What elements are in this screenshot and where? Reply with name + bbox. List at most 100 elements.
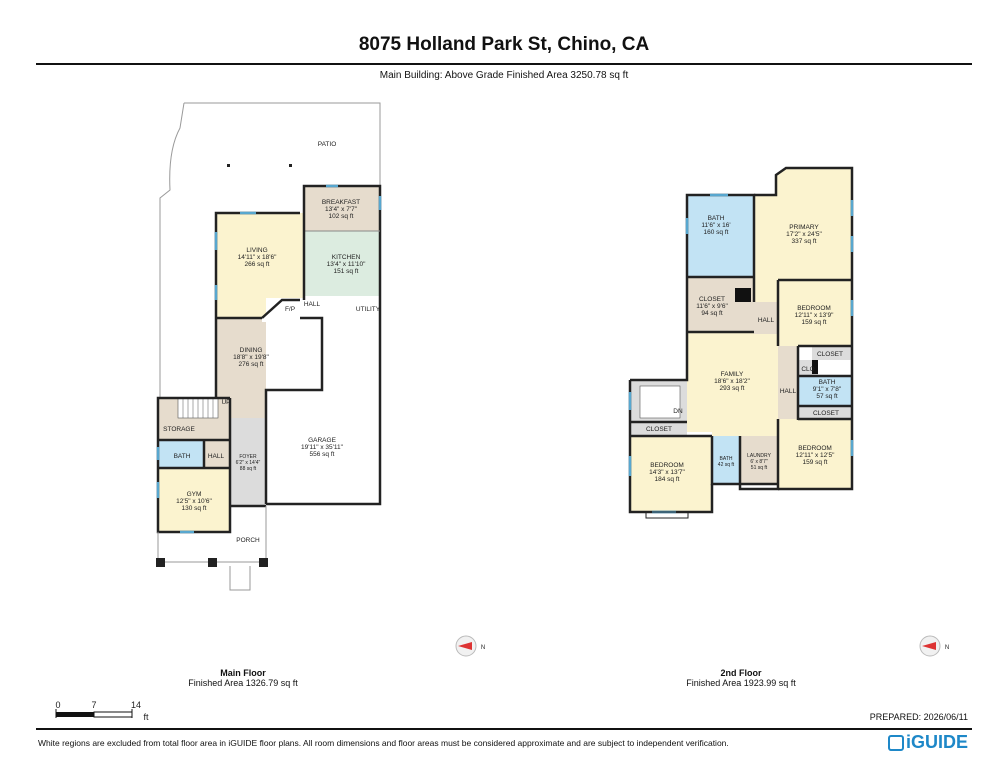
room-label: GYM (187, 491, 202, 498)
footer-divider (36, 728, 972, 730)
bedroom3-room (778, 419, 852, 489)
hall-a (754, 302, 778, 334)
room-label: BEDROOM (650, 462, 684, 469)
main-floor-caption: Main Floor Finished Area 1326.79 sq ft (188, 668, 298, 688)
room-label: 11'6" x 9'6" (696, 303, 728, 310)
room-label: CLOSET (646, 426, 672, 433)
room-label: 88 sq ft (240, 466, 257, 472)
kitchen-room (304, 231, 380, 296)
room-label: KITCHEN (332, 254, 361, 261)
family-room (687, 332, 778, 436)
room-label: BREAKFAST (322, 199, 360, 206)
room-label: UTILITY (356, 306, 381, 313)
room-label: 266 sq ft (245, 261, 270, 268)
room-label: N (945, 645, 949, 651)
patio-outline (159, 102, 381, 398)
room-label: 19'11" x 35'11" (301, 444, 344, 451)
room-label: 14'11" x 18'6" (238, 254, 277, 261)
room-label: HALL (208, 453, 225, 460)
room-label: 13'4" x 11'10" (327, 261, 366, 268)
room-label: 151 sq ft (334, 268, 359, 275)
room-label: 337 sq ft (792, 238, 817, 245)
prepared-date: PREPARED: 2026/06/11 (869, 712, 968, 722)
room-label: PORCH (236, 537, 260, 544)
room-label: 160 sq ft (704, 229, 729, 236)
compass-icon: N (455, 635, 485, 657)
room-label: 6'2" x 14'4" (236, 460, 261, 466)
room-label: 0 (55, 700, 60, 710)
scale-bar: 0 7 14 ft (55, 700, 149, 722)
gym-room (158, 468, 230, 532)
room-label: HALL (304, 301, 321, 308)
room-label: GARAGE (308, 437, 336, 444)
room-label: 184 sq ft (655, 476, 680, 483)
room-label: 13'4" x 7'7" (325, 206, 358, 213)
room-label: CLOSET (817, 351, 843, 358)
room-label: 14 (131, 700, 141, 710)
area-summary: Main Building: Above Grade Finished Area… (379, 70, 629, 81)
room-label: LIVING (246, 247, 267, 254)
room-label: BEDROOM (798, 445, 832, 452)
footer-disclaimer: White regions are excluded from total fl… (38, 738, 729, 748)
room-label: ft (143, 712, 149, 722)
foyer-room (230, 418, 266, 506)
room-label: 130 sq ft (182, 505, 207, 512)
room-label: FOYER (239, 454, 257, 460)
closet1-room (687, 277, 754, 332)
room-label: F/P (285, 306, 295, 313)
iguide-logo: iGUIDE (887, 732, 968, 753)
room-label: BATH (708, 215, 725, 222)
main-floor-plan: PATIO BREAKFAST 13'4" x 7'7" 102 sq ft L… (156, 102, 382, 591)
room-label: 6' x 8'7" (750, 459, 768, 465)
logo-mark-icon (887, 735, 904, 751)
room-label: 94 sq ft (701, 310, 723, 317)
living-room (216, 213, 304, 318)
room-label: 276 sq ft (239, 361, 264, 368)
header-divider (36, 63, 972, 65)
bedroom2-room (630, 436, 722, 512)
room-label: BATH (819, 379, 836, 386)
room-label: STORAGE (163, 426, 195, 433)
room-label: 11'6" x 16' (701, 222, 730, 229)
room-label: HALL (758, 317, 775, 324)
closet4-room (630, 422, 687, 436)
room-label: 7 (91, 700, 96, 710)
breakfast-room (304, 186, 380, 231)
bedroom1-room (778, 280, 852, 346)
room-label: 12'11" x 13'9" (795, 312, 834, 319)
compass-icon: N (919, 635, 949, 657)
room-label: BATH (720, 456, 733, 462)
room-label: CLO (801, 366, 814, 373)
page-title: 8075 Holland Park St, Chino, CA (358, 34, 650, 55)
second-floor-caption: 2nd Floor Finished Area 1923.99 sq ft (686, 668, 796, 688)
patio-label: PATIO (318, 141, 337, 148)
hall-b (778, 346, 798, 420)
room-label: 18'6" x 18'2" (714, 378, 750, 385)
bath2-room (798, 376, 852, 406)
room-label: 12'11" x 12'5" (796, 452, 835, 459)
closet3-room (798, 406, 852, 419)
room-label: N (481, 645, 485, 651)
room-label: FAMILY (721, 371, 744, 378)
room-label: 102 sq ft (329, 213, 354, 220)
main-hall (204, 440, 230, 468)
room-label: CLOSET (699, 296, 725, 303)
room-label: 42 sq ft (718, 462, 735, 468)
bath3-room (712, 436, 740, 484)
room-label: 14'3" x 13'7" (649, 469, 685, 476)
room-label: PRIMARY (789, 224, 819, 231)
room-label: HALL (780, 388, 797, 395)
room-label: 57 sq ft (816, 393, 838, 400)
room-label: 18'8" x 19'8" (233, 354, 269, 361)
room-label: CLOSET (813, 410, 839, 417)
room-label: DN (673, 408, 683, 415)
room-label: BATH (174, 453, 191, 460)
primary-room (754, 168, 852, 302)
laundry-room (740, 436, 778, 484)
room-label: 556 sq ft (310, 451, 335, 458)
room-label: LAUNDRY (747, 453, 771, 459)
room-label: 293 sq ft (720, 385, 745, 392)
room-label: 12'5" x 10'6" (176, 498, 212, 505)
room-label: DINING (240, 347, 263, 354)
